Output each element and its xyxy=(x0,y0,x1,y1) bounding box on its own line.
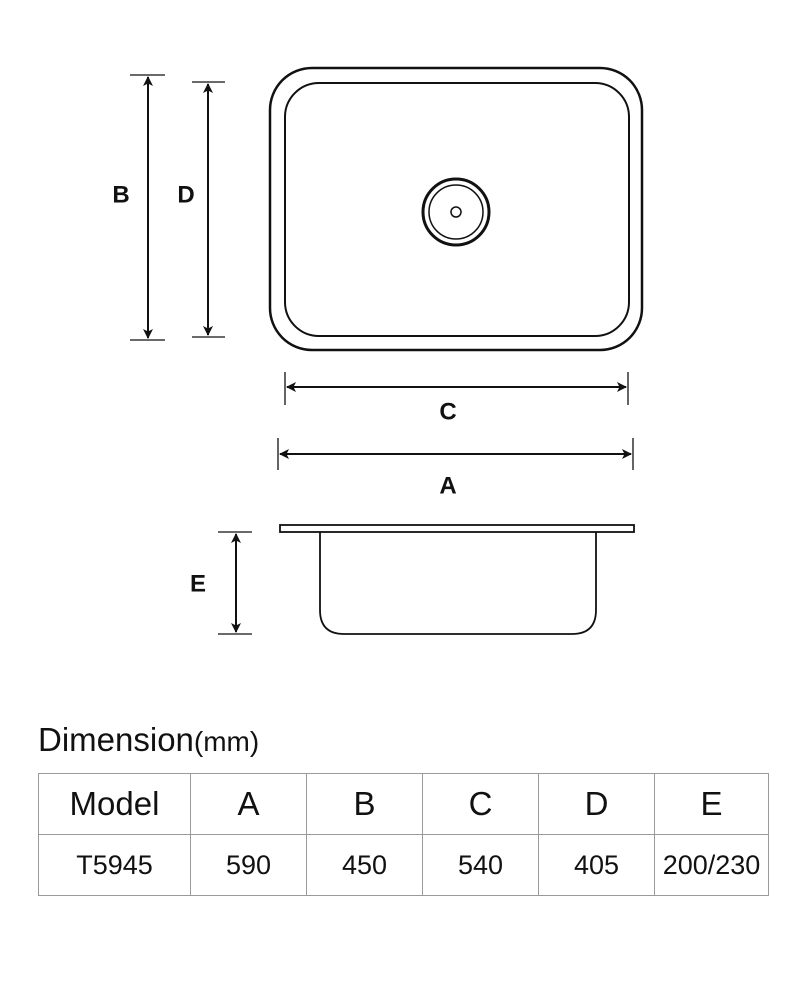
sink-top-view xyxy=(268,66,644,352)
table-row: T5945 590 450 540 405 200/230 xyxy=(38,834,769,896)
header-a: A xyxy=(190,773,307,835)
dimension-title: Dimension(mm) xyxy=(38,720,259,762)
header-d: D xyxy=(538,773,655,835)
table-header-row: Model A B C D E xyxy=(38,773,769,835)
header-e: E xyxy=(654,773,769,835)
dimension-c: C xyxy=(284,372,629,425)
dimension-a: A xyxy=(277,438,634,499)
sink-side-view xyxy=(279,524,635,635)
header-b: B xyxy=(306,773,423,835)
cell-e: 200/230 xyxy=(654,834,769,896)
dimension-title-text: Dimension xyxy=(38,721,194,758)
dimension-c-label: C xyxy=(439,398,456,425)
dimension-b: B xyxy=(112,74,165,341)
cell-c: 540 xyxy=(422,834,539,896)
cell-a: 590 xyxy=(190,834,307,896)
dimension-e-label: E xyxy=(190,570,206,597)
header-model: Model xyxy=(38,773,191,835)
header-c: C xyxy=(422,773,539,835)
drain-icon xyxy=(421,177,491,247)
sink-outer-rim xyxy=(268,66,644,352)
sink-technical-drawing: B D C A E xyxy=(112,66,644,635)
dimension-table: Model A B C D E T5945 590 450 540 405 20… xyxy=(38,773,769,896)
cell-model: T5945 xyxy=(38,834,191,896)
dimension-d-label: D xyxy=(177,181,194,208)
cell-b: 450 xyxy=(306,834,423,896)
dimension-d: D xyxy=(177,81,225,338)
sink-inner-bowl xyxy=(284,82,630,337)
sink-flange xyxy=(279,524,635,533)
cell-d: 405 xyxy=(538,834,655,896)
dimension-b-label: B xyxy=(112,181,129,208)
dimension-unit: (mm) xyxy=(193,726,260,757)
sink-bowl-profile xyxy=(319,532,597,635)
dimension-e: E xyxy=(190,531,252,635)
dimension-a-label: A xyxy=(439,472,456,499)
